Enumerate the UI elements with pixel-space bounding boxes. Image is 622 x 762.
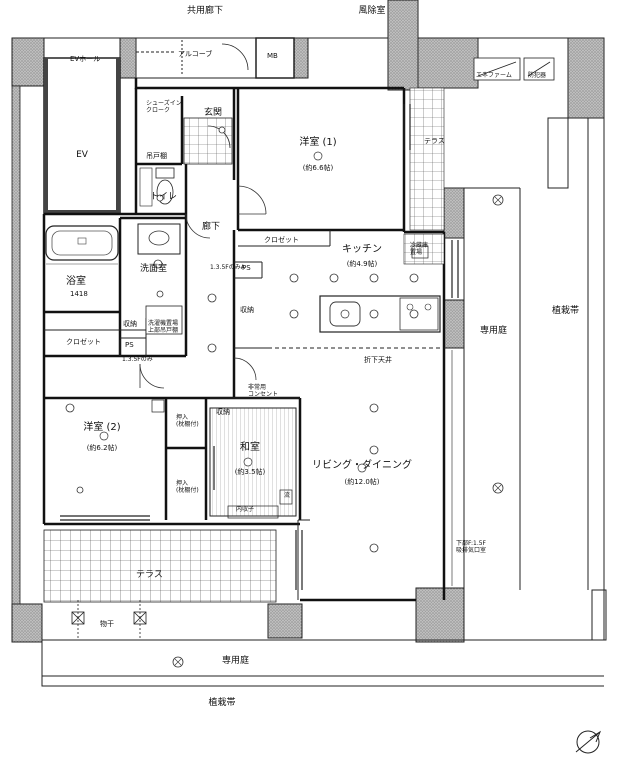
label-private-garden-bottom: 専用庭 xyxy=(222,656,250,666)
label-toilet: トイレ xyxy=(150,192,178,202)
equipment-boxes xyxy=(473,57,555,81)
label-western-room-2: 洋室 (2) xyxy=(83,422,121,433)
label-planting-right: 植栽帯 xyxy=(552,306,580,316)
label-hanging-ceiling: 折下天井 xyxy=(364,356,392,364)
label-wind-room: 風除室 xyxy=(358,6,386,16)
label-entrance: 玄関 xyxy=(204,108,223,118)
label-fridge: 冷蔵庫 置場 xyxy=(410,242,429,256)
kitchen-island xyxy=(319,295,441,333)
toilet-fixture xyxy=(139,167,175,207)
label-japanese-room-area: (約3.5帖) xyxy=(234,468,266,476)
washbasin xyxy=(137,223,183,335)
label-living-dining-area: (約12.0帖) xyxy=(344,478,380,486)
tatami-floor xyxy=(209,407,297,517)
label-ev-hall: EVホール xyxy=(70,55,101,63)
label-laundry-cabinet: 洗濯機置場 上部吊戸棚 xyxy=(148,320,179,334)
label-alcove: アルコーブ xyxy=(178,50,213,58)
label-washroom: 洗面室 xyxy=(140,264,168,274)
label-handrail: 物干 xyxy=(100,620,114,628)
room-center-marks xyxy=(99,151,367,473)
north-arrow-icon xyxy=(575,730,602,754)
label-storage-3: 収納 xyxy=(216,408,230,416)
label-kitchen-area: (約4.9帖) xyxy=(346,260,378,268)
label-toilet-cabinet: 吊戸棚 xyxy=(146,152,167,160)
label-closet-left: クロゼット xyxy=(66,338,101,346)
label-terrace-top: テラス xyxy=(424,137,445,145)
label-japanese-room: 和室 xyxy=(240,442,260,453)
alcove-area xyxy=(135,37,295,79)
label-shoes-in-closet: シューズイン クローク xyxy=(146,100,182,114)
label-private-garden-right: 専用庭 xyxy=(480,326,508,336)
label-storage-1: 収納 xyxy=(123,320,137,328)
label-storage-2: 収納 xyxy=(240,306,254,314)
label-sink: 流 xyxy=(284,492,291,499)
label-planting-bottom: 植栽帯 xyxy=(208,698,236,708)
label-western-room-1-area: (約6.6帖) xyxy=(302,164,334,172)
right-terrace-strip xyxy=(444,237,465,588)
label-bathroom-size: 1418 xyxy=(70,290,88,298)
label-western-room-2-area: (約6.2帖) xyxy=(86,444,118,452)
label-security-box: 防犯器 xyxy=(528,72,547,79)
misc-marks xyxy=(151,245,429,519)
label-western-room-1: 洋室 (1) xyxy=(299,137,337,148)
label-oshiire-2: 押入 (枕棚付) xyxy=(176,480,199,494)
label-closet-top: クロゼット xyxy=(264,236,299,244)
label-hallway: 廊下 xyxy=(202,222,221,232)
door-swings xyxy=(139,125,267,389)
label-ps-1: PS xyxy=(125,341,134,349)
label-common-corridor: 共用廊下 xyxy=(186,6,224,16)
light-cross-marks xyxy=(174,196,502,666)
tiled-areas xyxy=(43,87,445,603)
label-ev: EV xyxy=(76,150,88,160)
label-oshiire-1: 押入 (枕棚付) xyxy=(176,414,199,428)
label-storage-note: 内収子 xyxy=(236,506,255,513)
label-ceiling-height-1: 1.3.5FのみA xyxy=(210,264,245,271)
sliding-doors xyxy=(60,104,459,590)
label-bathroom: 浴室 xyxy=(66,276,86,287)
drying-posts xyxy=(71,600,147,638)
label-ps-2: PS xyxy=(242,264,251,272)
label-terrace-bottom: テラス xyxy=(136,570,163,580)
label-eco-farm: エネファーム xyxy=(476,72,512,79)
label-kitchen: キッチン xyxy=(342,244,382,255)
boundary-lines xyxy=(12,37,605,687)
ev-area xyxy=(43,57,121,215)
label-ceiling-height-2: 1.3.5Fのみ xyxy=(122,356,153,363)
label-mb: MB xyxy=(267,52,278,60)
label-living-dining: リビング・ダイニング xyxy=(312,460,412,471)
structural-walls xyxy=(11,0,607,643)
label-floor-note: 下部F:1.5F 吸排気口室 xyxy=(456,540,487,554)
label-wall-outlet: 非常用 コンセント xyxy=(248,384,279,398)
bathtub xyxy=(45,225,119,265)
